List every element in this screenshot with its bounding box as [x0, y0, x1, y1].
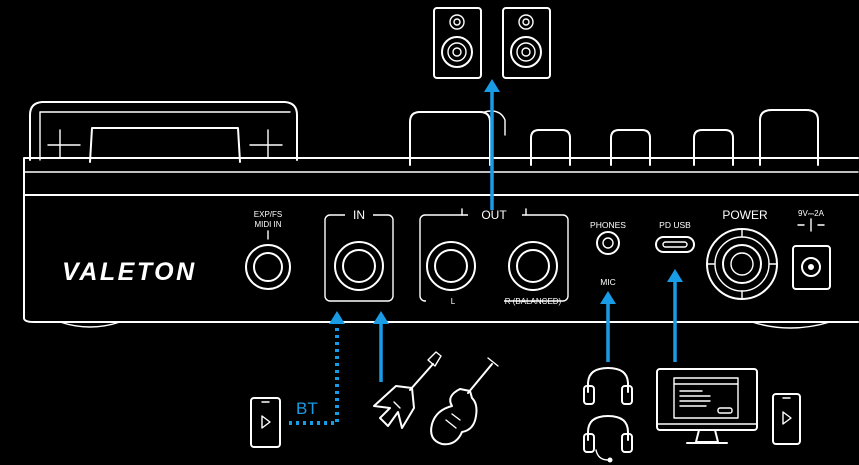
- electric-guitar-icon: [373, 351, 442, 429]
- bluetooth-to-input-arrow: [289, 311, 345, 425]
- out-label: OUT: [481, 208, 507, 222]
- computer-to-usb-arrow: [667, 269, 683, 362]
- bass-guitar-icon: [430, 357, 499, 446]
- phones-jack: [596, 231, 620, 255]
- power-label: POWER: [722, 208, 768, 222]
- dc-power-jack: [792, 218, 831, 290]
- expression-pedal-outline: [29, 101, 298, 163]
- out-l-label: L: [451, 297, 456, 306]
- computer-monitor-icon: [656, 368, 758, 444]
- device-knobs: [409, 109, 819, 166]
- input-section: [324, 209, 394, 302]
- in-label: IN: [353, 208, 365, 222]
- headset-mic-icon: [583, 415, 633, 463]
- usb-c-port: [655, 236, 695, 253]
- headphones-icon: [583, 367, 633, 405]
- usb-label: PD USB: [659, 220, 691, 230]
- headphones-to-phones-arrow: [600, 291, 616, 362]
- midi-label: MIDI IN: [254, 220, 281, 229]
- power-switch: [706, 228, 778, 300]
- exp-jack: [245, 230, 291, 290]
- output-section: [419, 208, 569, 306]
- guitar-to-input-arrow: [373, 311, 389, 382]
- brand-logo: VALETON: [62, 258, 197, 286]
- phone-icon: [250, 397, 281, 448]
- device-chassis: [23, 157, 859, 329]
- bt-label: BT: [296, 399, 318, 418]
- exp-label: EXP/FS: [254, 210, 282, 219]
- tablet-icon: [772, 393, 801, 445]
- power-spec-label: 9V⎓2A: [798, 209, 825, 218]
- out-r-label: R (BALANCED): [505, 297, 562, 306]
- output-to-speakers-arrow: [484, 79, 500, 210]
- studio-speakers-icon: [433, 7, 551, 79]
- phones-label: PHONES: [590, 220, 626, 230]
- mic-label: MIC: [600, 277, 616, 287]
